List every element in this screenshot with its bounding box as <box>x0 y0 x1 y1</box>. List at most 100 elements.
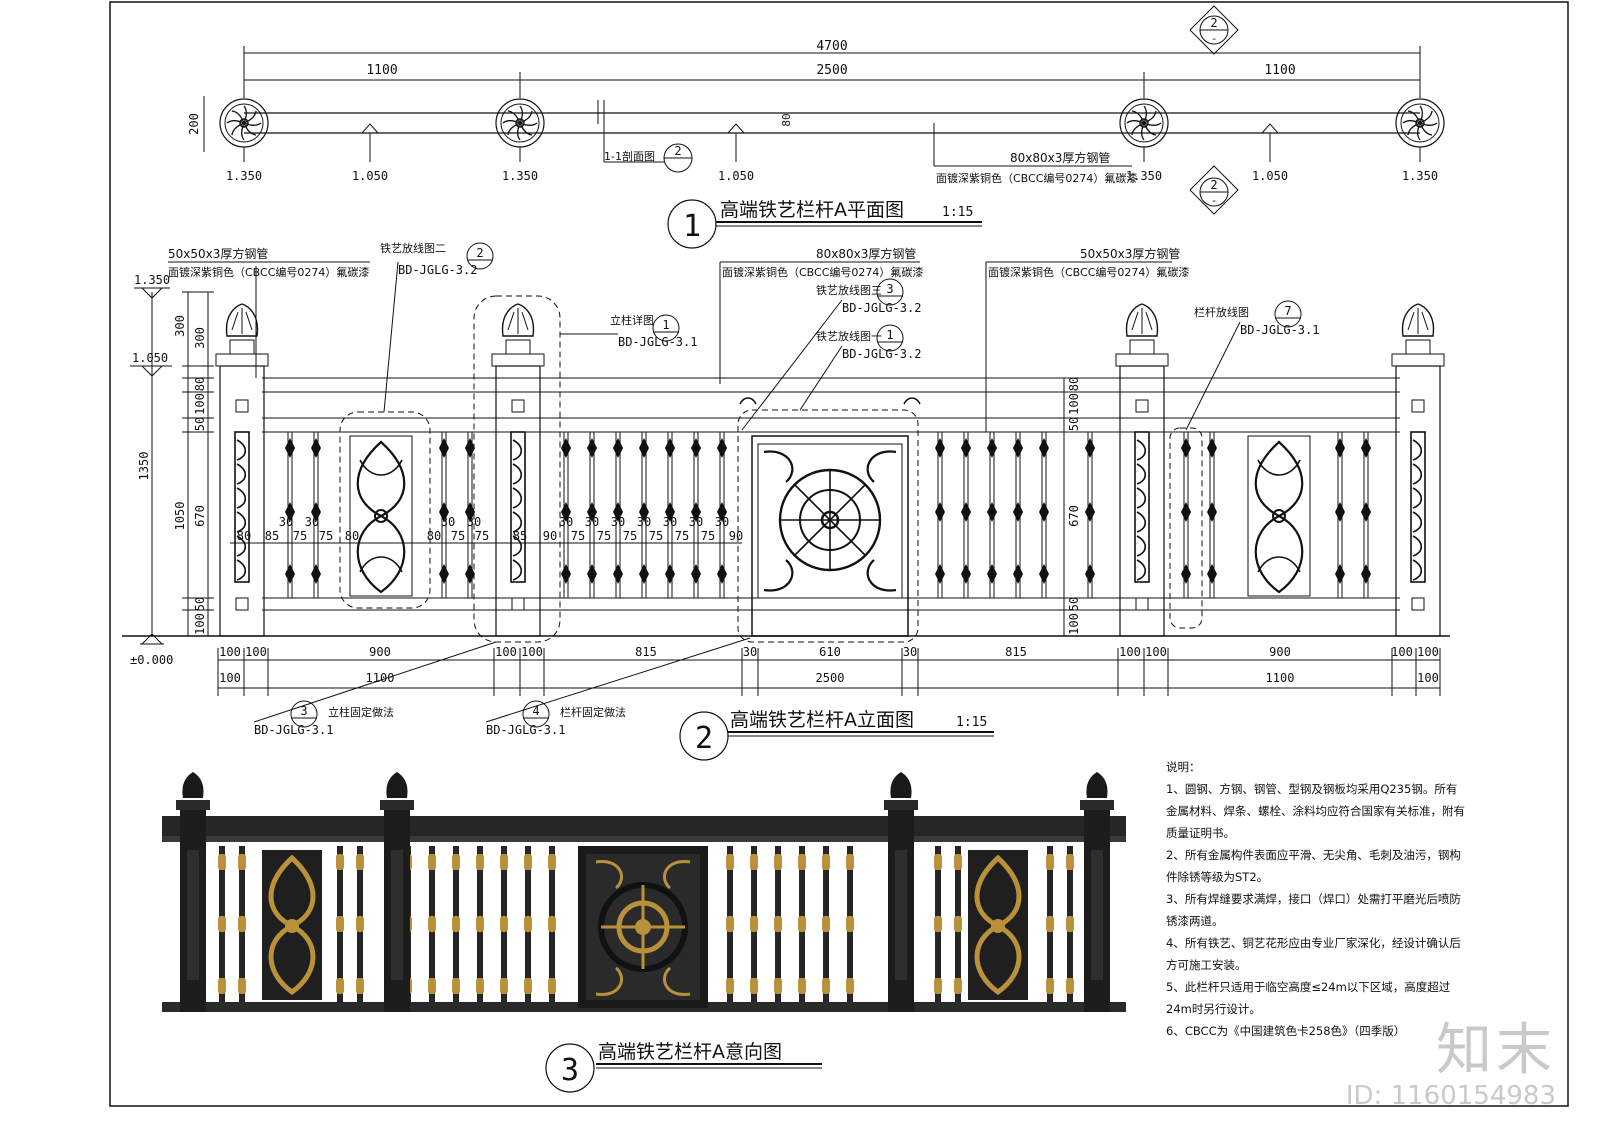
rosette-petal <box>1419 105 1423 124</box>
persp-post-cap <box>176 800 210 810</box>
persp-baluster-knuckle <box>356 854 364 870</box>
persp-baluster-knuckle <box>452 978 460 994</box>
baluster-knuckle <box>961 564 971 584</box>
baluster-knuckle <box>587 438 597 458</box>
elev-hdim-b: 100 <box>219 671 241 685</box>
baluster-knuckle <box>987 438 997 458</box>
plan-dim-left: 1100 <box>366 63 397 78</box>
note-item-1: 1、圆钢、方钢、钢管、型钢及钢板均采用Q235钢。所有金属材料、焊条、螺栓、涂料… <box>1166 782 1465 840</box>
elev-level-top: 1.350 <box>134 273 170 299</box>
baluster-knuckle <box>1181 564 1191 584</box>
persp-baluster-knuckle <box>218 854 226 870</box>
persp-baluster-knuckle <box>774 854 782 870</box>
persp-baluster-knuckle <box>822 854 830 870</box>
elev-vdim-right: 80 <box>1067 377 1081 391</box>
rosette-petal <box>241 122 245 141</box>
plan-dim-rail: 80 <box>780 113 793 126</box>
rosette-petal <box>231 110 245 124</box>
baluster-knuckle <box>665 438 675 458</box>
callout-ref: BD-JGLG-3.1 <box>254 723 333 737</box>
post-scroll <box>512 535 523 557</box>
baluster-knuckle <box>561 564 571 584</box>
post-badge-bottom <box>235 597 249 611</box>
callout-number: 4 <box>532 704 539 718</box>
post-scroll <box>236 439 247 461</box>
baluster-knuckle <box>439 438 449 458</box>
elev-baluster <box>1039 432 1049 598</box>
elev-vdim: 300 <box>193 327 207 349</box>
baluster-knuckle <box>587 502 597 522</box>
spacing-right-top: 30 <box>611 515 625 529</box>
persp-baluster-knuckle <box>1046 978 1054 994</box>
post-scroll <box>512 487 523 509</box>
baluster-knuckle <box>439 564 449 584</box>
rosette-center <box>515 118 525 128</box>
rosette-petal <box>1141 122 1145 141</box>
callout-bubble <box>522 700 550 728</box>
elev-right-paint: 面镀深紫铜色（CBCC编号0274）氟碳漆 <box>988 265 1189 279</box>
persp-post-finial <box>1086 772 1108 798</box>
baluster-knuckle <box>613 564 623 584</box>
post-scroll <box>1136 559 1147 581</box>
post-scroll <box>236 487 247 509</box>
elev-vdim: 80 <box>193 377 207 391</box>
post-badge-top <box>511 399 525 413</box>
callout-ref: BD-JGLG-3.1 <box>618 335 697 349</box>
callout-bubble <box>652 314 680 342</box>
baluster-knuckle <box>311 564 321 584</box>
persp-baluster-knuckle <box>798 978 806 994</box>
svg-text:1.350: 1.350 <box>134 273 170 287</box>
elev-title: 高端铁艺栏杆A立面图 <box>730 709 914 731</box>
plan-level-value: 1.050 <box>718 169 754 183</box>
rosette-petal <box>517 122 521 141</box>
baluster-knuckle <box>935 564 945 584</box>
elev-hdim-a: 100 <box>1417 645 1439 659</box>
callout-bubble <box>466 242 494 270</box>
plan-dim-right: 1100 <box>1264 63 1295 78</box>
persp-baluster <box>774 846 782 1002</box>
post-finial <box>1125 303 1159 337</box>
plan-note-paint: 面镀深紫铜色（CBCC编号0274）氟碳漆 <box>936 171 1137 185</box>
persp-baluster-knuckle <box>218 916 226 932</box>
svg-text:1.050: 1.050 <box>132 351 168 365</box>
rosette-petal <box>226 120 245 124</box>
spacing-mid: 80 <box>427 529 441 543</box>
rosette-petal <box>1417 122 1421 141</box>
spacing-left: 80 <box>237 529 251 543</box>
elev-vdim-right: 100 <box>1067 613 1081 635</box>
post-scroll <box>512 463 523 485</box>
baluster-knuckle <box>1013 564 1023 584</box>
ornament-panel-left <box>349 435 413 597</box>
callout-number: 2 <box>476 246 483 260</box>
baluster-knuckle <box>717 502 727 522</box>
spacing-left-top: 30 <box>305 515 319 529</box>
watermark: 知末 ID: 1160154983 <box>1346 1021 1556 1112</box>
persp-baluster-knuckle <box>954 854 962 870</box>
elev-level-rail: 1.050 <box>130 351 172 377</box>
persp-post-cap <box>884 800 918 810</box>
post-cap-base <box>1391 353 1445 367</box>
baluster-knuckle <box>613 438 623 458</box>
elev-post <box>1115 303 1169 637</box>
baluster-knuckle <box>639 438 649 458</box>
elev-hdim-a: 30 <box>903 645 917 659</box>
callout-bubble <box>290 700 318 728</box>
persp-baluster-knuckle <box>934 854 942 870</box>
plan-level-value: 1.050 <box>352 169 388 183</box>
callout-ref: BD-JGLG-3.2 <box>398 263 477 277</box>
baluster-knuckle <box>311 438 321 458</box>
note-item-3: 3、所有焊缝要求满焊，接口（焊口）处需打平磨光后喷防锈漆两道。 <box>1166 892 1461 928</box>
rosette-center <box>1139 118 1149 128</box>
persp-baluster <box>218 846 226 1002</box>
persp-post-finial <box>890 772 912 798</box>
rosette-petal <box>507 122 521 136</box>
elev-hdim-a: 900 <box>369 645 391 659</box>
post-badge-bottom <box>1411 597 1425 611</box>
elev-hdim-a: 100 <box>1391 645 1413 659</box>
level-triangle <box>726 123 746 134</box>
elev-hdim-b: 1100 <box>366 671 395 685</box>
post-scroll <box>236 559 247 581</box>
persp-baluster <box>356 846 364 1002</box>
persp-baluster <box>726 846 734 1002</box>
